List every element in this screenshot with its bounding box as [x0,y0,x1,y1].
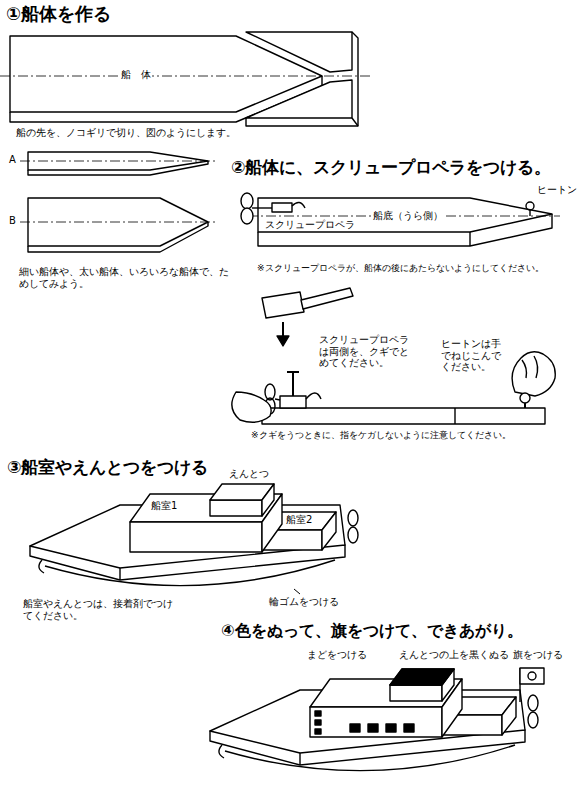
section-heading: ①船体を作る [5,4,112,25]
instruction-note: 船の先を、ノコギリで切り、図のようにします。 [15,128,237,139]
part-label: えんとつ [228,468,270,480]
part-label: 船底（うら側） [372,210,444,222]
part-label: ヒートン [536,184,578,196]
instruction-note: ヒートンは手でねじこんでください。 [440,338,504,373]
part-label: 船 体 [120,69,152,81]
callout-label: 旗をつける [512,650,564,661]
instruction-note: スクリュープロペラは両側を、クギでとめてください。 [318,334,412,369]
instruction-note: 細い船体や、太い船体、いろいろな船体で、ためしてみよう。 [18,266,235,289]
part-label: 船室1 [150,500,178,512]
part-label: 船室2 [285,514,313,526]
callout-label: まどをつける [306,650,368,661]
section-heading: ④色をぬって、旗をつけて、できあがり。 [220,622,524,640]
part-label: 輪ゴムをつける [268,596,340,608]
variant-label: B [8,215,17,227]
callout-label: えんとつの上を黒くぬる [398,650,510,661]
part-label: スクリュープロペラ [264,219,356,231]
instruction-note: 船室やえんとつは、接着剤でつけてください。 [22,598,174,621]
variant-label: A [8,154,17,166]
section-heading: ②船体に、スクリュープロペラをつける。 [230,158,552,178]
warning-note: ※スクリュープロペラが、船体の後にあたらないようにしてください。 [256,263,545,273]
warning-note: ※クギをうつときに、指をケガしないように注意してください。 [250,430,512,440]
section-heading: ③船室やえんとつをつける [6,458,209,478]
